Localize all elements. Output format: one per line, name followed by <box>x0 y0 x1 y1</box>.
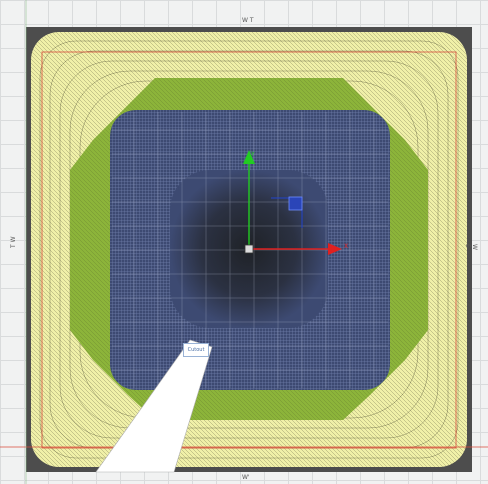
plane-handle[interactable] <box>288 196 303 211</box>
origin-handle[interactable] <box>244 244 254 254</box>
edge-label-left: T W <box>10 236 17 248</box>
edge-label-bottom: W' <box>242 474 250 481</box>
y-axis-label: Y <box>250 151 255 158</box>
cutout-callout[interactable]: Cutout <box>183 343 209 357</box>
y-axis-arrow-icon[interactable] <box>243 150 255 164</box>
cutout-wedge[interactable] <box>95 339 213 473</box>
edge-label-top: W T <box>242 17 254 24</box>
x-axis-label: X <box>344 243 348 250</box>
edge-label-right: W E <box>464 244 478 250</box>
x-axis-arrow-icon[interactable] <box>328 243 342 255</box>
boundary-outline <box>41 51 457 449</box>
